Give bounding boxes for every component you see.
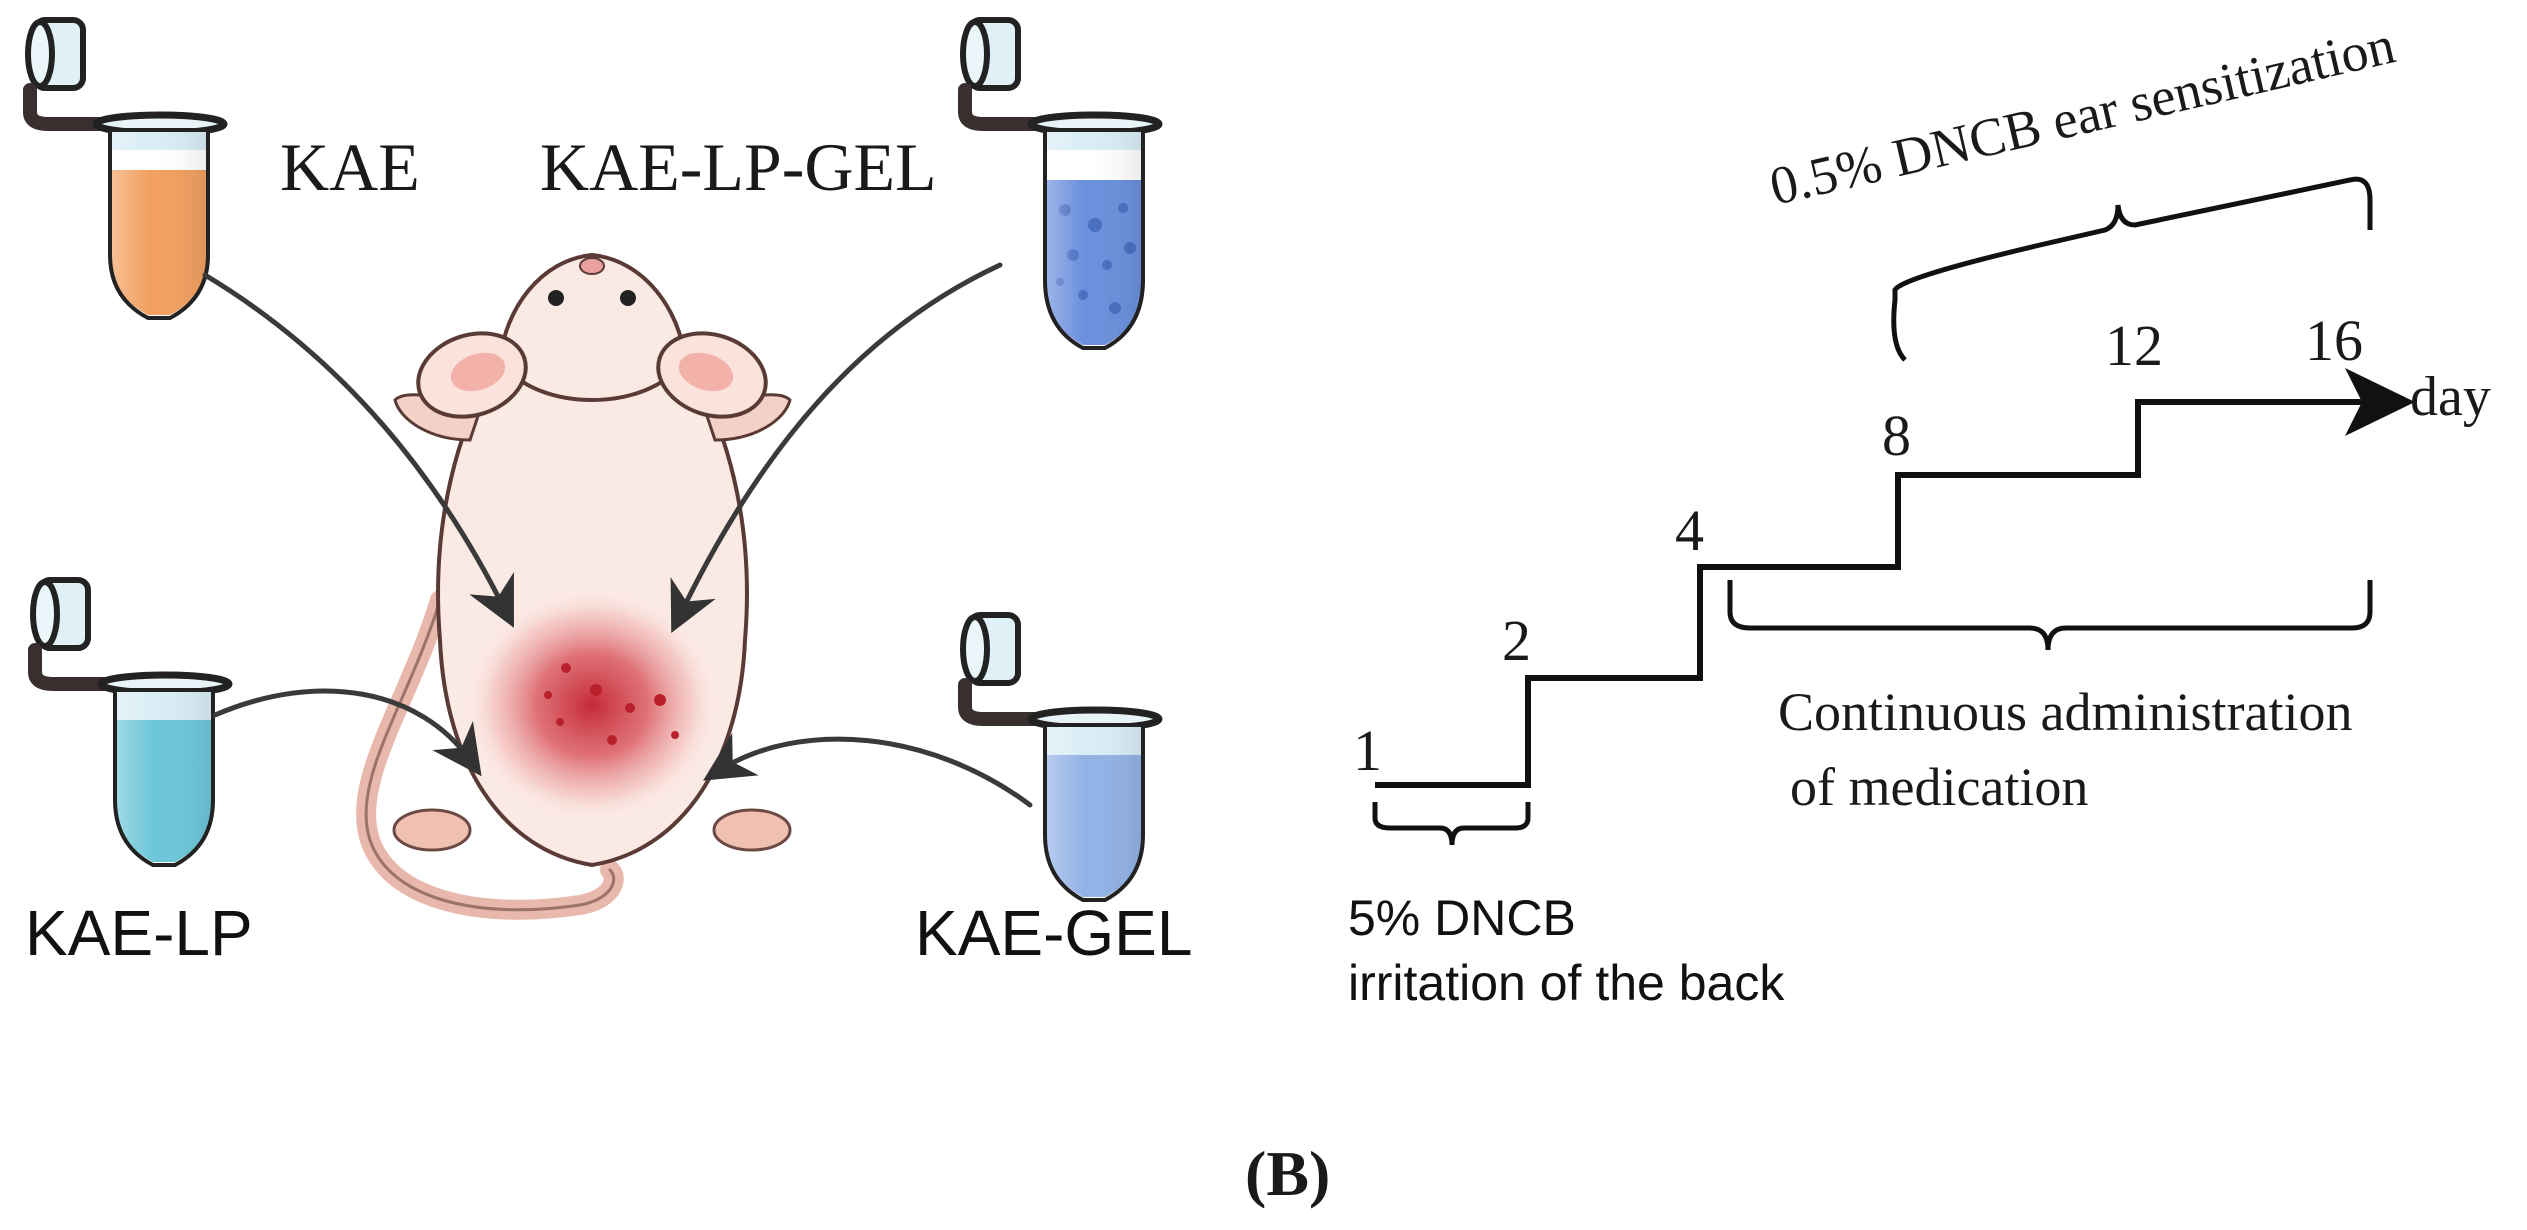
arrow-kae-gel [703,732,1033,808]
mouse-head [497,252,688,403]
mouse-illustration [356,252,792,920]
day-label-2: 2 [1502,608,1531,673]
ear-sensitization-label: 0.5% DNCB ear sensitization [1764,15,2400,217]
timeline: 1 2 4 8 12 16 day 0.5% DNCB ear sensitiz… [1348,15,2491,1011]
nose [579,257,605,275]
lesion-spots [544,663,679,745]
left-hind-foot [392,808,472,852]
day-unit-label: day [2410,366,2491,428]
label-kae-gel: KAE-GEL [915,897,1192,969]
arrow-kae-lp-gel [670,262,1003,633]
arrow-kae [202,272,514,628]
back-irritation-brace [1372,802,1531,846]
right-eye [620,290,636,306]
back-irritation-line2: irritation of the back [1348,955,1785,1011]
day-label-8: 8 [1882,403,1911,468]
timeline-arrow-head [2345,368,2415,436]
day-label-4: 4 [1675,498,1704,563]
label-kae-lp: KAE-LP [25,897,253,969]
skin-lesion [467,590,717,820]
ear-sensitization-brace [1891,176,2373,362]
continuous-administration-line1: Continuous administration [1778,682,2353,742]
day-label-1: 1 [1353,718,1382,783]
panel-label: (B) [1245,1138,1330,1209]
back-irritation-line1: 5% DNCB [1348,890,1576,946]
label-kae-lp-gel: KAE-LP-GEL [540,129,937,205]
left-eye [548,290,564,306]
continuous-administration-line2: of medication [1790,757,2088,817]
day-label-12: 12 [2105,313,2163,378]
kae-gel-tube [963,615,1159,902]
kae-lp-tube [33,580,229,867]
arrow-kae-lp [212,688,482,777]
right-hind-foot [712,808,792,852]
day-label-16: 16 [2305,308,2363,373]
kae-tube [28,20,224,320]
kae-lp-gel-tube [963,20,1159,350]
continuous-administration-brace [1727,580,2373,651]
timeline-staircase [1375,399,2395,788]
label-kae: KAE [280,129,420,205]
application-arrows [202,262,1033,808]
